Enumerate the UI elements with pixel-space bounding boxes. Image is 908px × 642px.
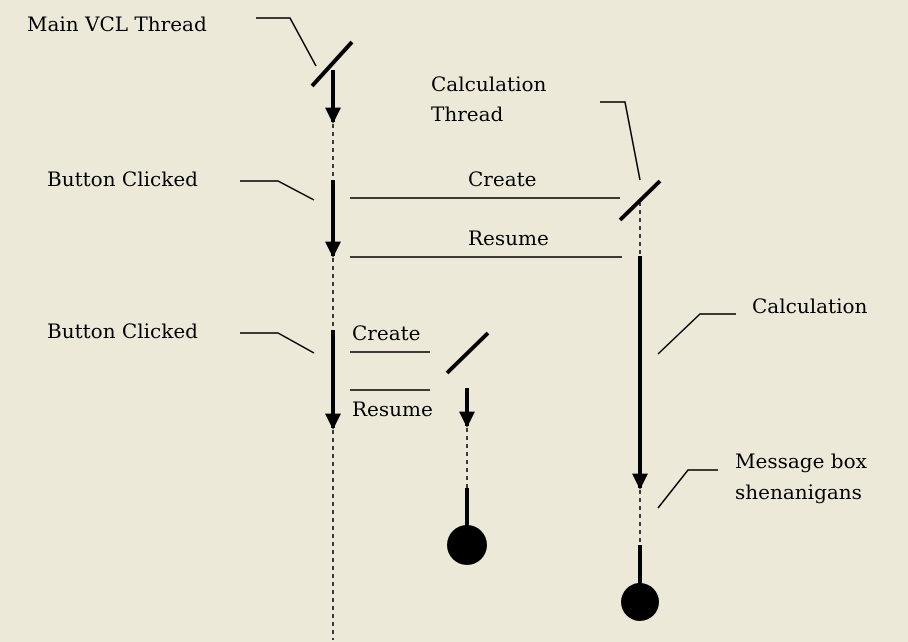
calc-thread-terminal-dot [621, 583, 659, 621]
calc-thread-callout-leader [600, 101, 641, 181]
calculation-thread-lifeline [618, 179, 662, 621]
msgbox-label-line1: Message box [735, 449, 868, 473]
second-thread-lifeline [445, 331, 490, 565]
msgbox-label-line2: shenanigans [735, 480, 862, 504]
main-thread-label: Main VCL Thread [27, 12, 207, 36]
create-label-2: Create [352, 321, 421, 345]
calc-thread-start-slash [618, 179, 662, 222]
resume-label-2: Resume [352, 397, 433, 421]
calculation-callout-leader [657, 313, 736, 355]
calculation-label: Calculation [752, 294, 868, 318]
second-thread-terminal-dot [447, 525, 487, 565]
button-clicked-label-2: Button Clicked [47, 319, 198, 343]
main-thread-lifeline [310, 40, 354, 640]
calc-thread-label-line1: Calculation [431, 72, 547, 96]
main-thread-callout-leader [256, 17, 317, 67]
calc-thread-label-line2: Thread [431, 102, 504, 126]
resume-label-1: Resume [468, 226, 549, 250]
second-thread-start-slash [445, 331, 490, 375]
main-thread-start-slash [310, 40, 354, 88]
button-clicked-2-callout-leader [240, 332, 315, 354]
msgbox-callout-leader [657, 469, 718, 509]
create-label-1: Create [468, 167, 537, 191]
button-clicked-1-callout-leader [240, 180, 315, 201]
button-clicked-label-1: Button Clicked [47, 167, 198, 191]
